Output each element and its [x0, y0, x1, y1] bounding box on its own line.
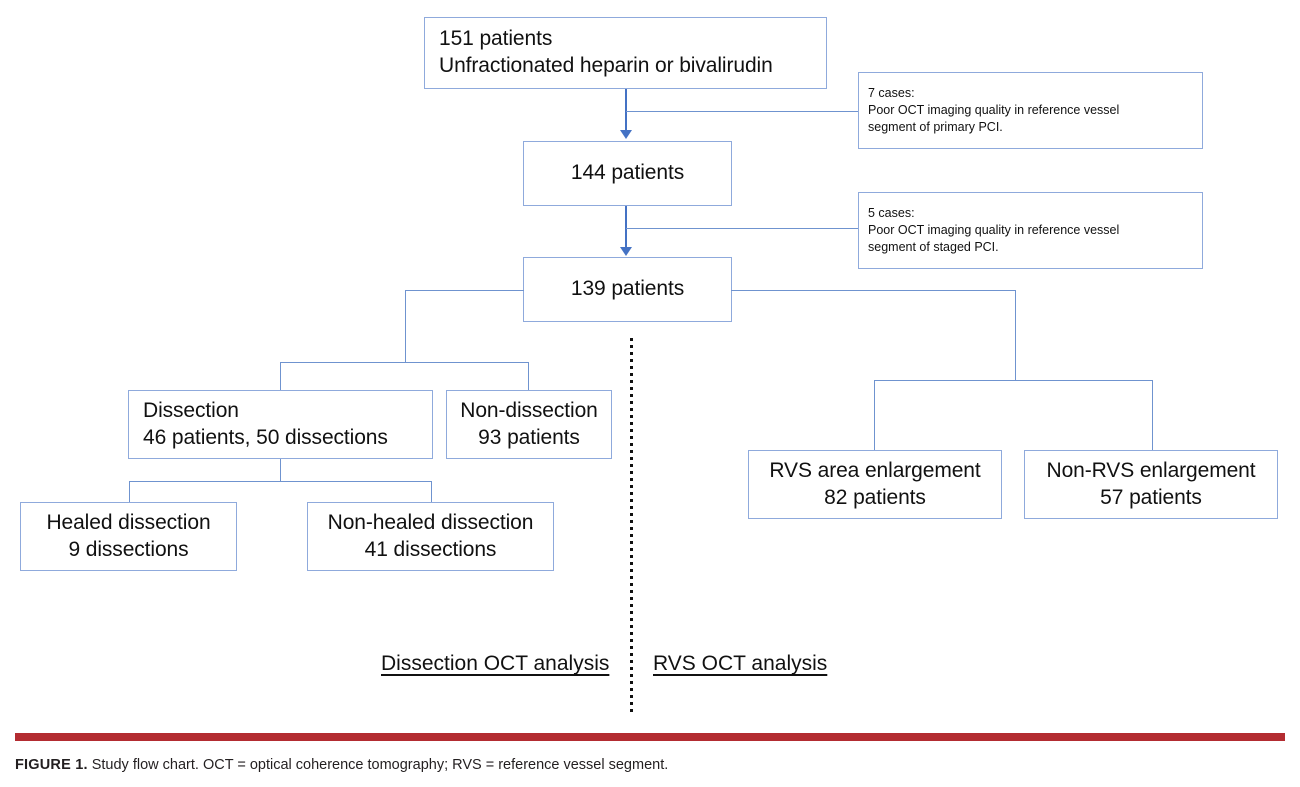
connector-dissection-down	[280, 459, 281, 481]
node-non-dissection-line1: Non-dissection	[460, 398, 598, 422]
connector-139-right-down	[1015, 290, 1016, 380]
node-non-healed-dissection-line2: 41 dissections	[364, 537, 497, 561]
node-enrolled: 151 patients Unfractionated heparin or b…	[424, 17, 827, 89]
node-non-healed-dissection-line1: Non-healed dissection	[327, 510, 534, 534]
connector-139-right-out	[731, 290, 1016, 291]
node-rvs-area-enlargement: RVS area enlargement 82 patients	[748, 450, 1002, 519]
connector-healed-split	[129, 481, 432, 482]
connector-enrolled-to-144	[625, 89, 627, 131]
label-rvs-oct-analysis: RVS OCT analysis	[653, 652, 828, 675]
analysis-divider	[630, 338, 633, 713]
connector-to-non-rvs-enlargement	[1152, 380, 1153, 450]
node-dissection-line1: Dissection	[143, 398, 239, 422]
node-after-exclusion-1-line1: 144 patients	[570, 161, 685, 185]
note-exclusion-2-line2: Poor OCT imaging quality in reference ve…	[868, 222, 1120, 237]
node-non-dissection-line2: 93 patients	[478, 425, 580, 449]
arrowhead-enrolled-to-144	[620, 130, 632, 139]
node-after-exclusion-1: 144 patients	[523, 141, 732, 206]
node-after-exclusion-2: 139 patients	[523, 257, 732, 322]
note-exclusion-1-line3: segment of primary PCI.	[868, 120, 1003, 135]
note-exclusion-2: 5 cases: Poor OCT imaging quality in ref…	[858, 192, 1203, 269]
figure-caption-text: Study flow chart. OCT = optical coherenc…	[87, 757, 669, 773]
node-rvs-area-enlargement-line2: 82 patients	[824, 485, 926, 509]
node-non-rvs-enlargement-line1: Non-RVS enlargement	[1046, 458, 1256, 482]
node-non-rvs-enlargement: Non-RVS enlargement 57 patients	[1024, 450, 1278, 519]
connector-to-non-dissection	[528, 362, 529, 391]
connector-139-left-down	[405, 290, 406, 362]
connector-to-rvs-enlargement	[874, 380, 875, 450]
connector-to-healed	[129, 481, 130, 502]
note-exclusion-1-line1: 7 cases:	[868, 85, 915, 100]
note-exclusion-2-line1: 5 cases:	[868, 205, 915, 220]
note-exclusion-1: 7 cases: Poor OCT imaging quality in ref…	[858, 72, 1203, 149]
connector-exclusion-2	[626, 228, 858, 229]
node-enrolled-line2: Unfractionated heparin or bivalirudin	[439, 54, 773, 77]
connector-to-dissection	[280, 362, 281, 391]
node-dissection: Dissection 46 patients, 50 dissections	[128, 390, 433, 459]
arrowhead-144-to-139	[620, 247, 632, 256]
node-after-exclusion-2-line1: 139 patients	[570, 277, 685, 301]
node-non-healed-dissection: Non-healed dissection 41 dissections	[307, 502, 554, 571]
node-enrolled-line1: 151 patients	[439, 27, 553, 51]
figure-number: FIGURE 1.	[15, 757, 88, 773]
node-healed-dissection: Healed dissection 9 dissections	[20, 502, 237, 571]
caption-rule	[15, 733, 1285, 741]
connector-exclusion-1	[626, 111, 858, 112]
node-rvs-area-enlargement-line1: RVS area enlargement	[769, 458, 981, 482]
node-non-dissection: Non-dissection 93 patients	[446, 390, 612, 459]
note-exclusion-2-line3: segment of staged PCI.	[868, 240, 999, 255]
node-non-rvs-enlargement-line2: 57 patients	[1100, 485, 1202, 509]
connector-to-non-healed	[431, 481, 432, 502]
node-healed-dissection-line1: Healed dissection	[46, 510, 211, 534]
note-exclusion-1-line2: Poor OCT imaging quality in reference ve…	[868, 102, 1120, 117]
connector-139-left-out	[405, 290, 524, 291]
node-healed-dissection-line2: 9 dissections	[68, 537, 189, 561]
connector-rvs-split	[874, 380, 1153, 381]
figure-caption: FIGURE 1. Study flow chart. OCT = optica…	[15, 757, 668, 773]
label-dissection-oct-analysis: Dissection OCT analysis	[381, 652, 610, 675]
node-dissection-line2: 46 patients, 50 dissections	[143, 425, 388, 449]
connector-144-to-139	[625, 206, 627, 248]
connector-dissection-split	[280, 362, 529, 363]
